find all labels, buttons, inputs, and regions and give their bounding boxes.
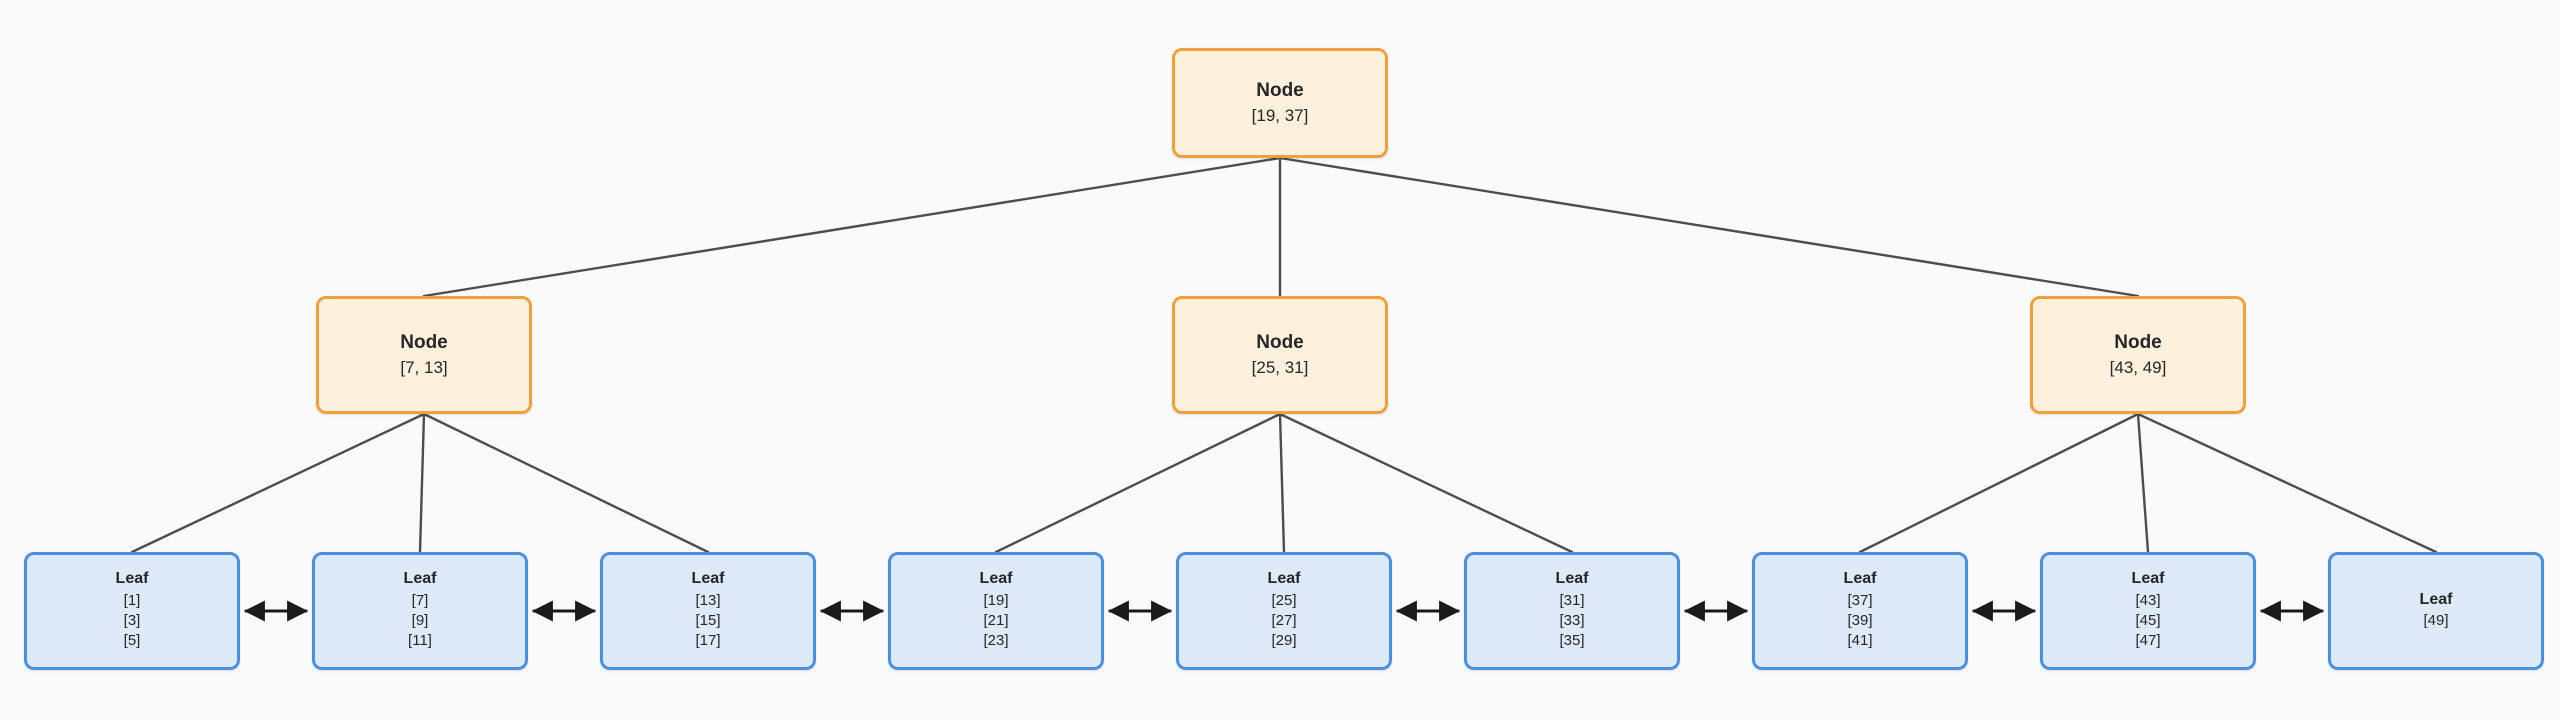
leaf-node-1-keys: [7] [9] [11] [408,591,432,652]
leaf-node-7-title: Leaf [2131,570,2165,588]
tree-edge-internal-2-to-leaf-8 [2136,412,2438,554]
internal-node-2[interactable]: Node [43, 49] [2030,296,2246,414]
leaf-node-2[interactable]: Leaf [13] [15] [17] [600,552,816,670]
tree-edge-internal-0-to-leaf-2 [422,412,710,554]
leaf-node-4-key-0: [25] [1271,591,1297,609]
leaf-node-2-keys: [13] [15] [17] [695,591,720,652]
leaf-node-1-key-2: [11] [408,632,432,650]
leaf-node-5-key-2: [35] [1559,632,1585,650]
internal-node-0-keys: [7, 13] [400,358,448,378]
leaf-node-4-keys: [25] [27] [29] [1271,591,1296,652]
leaf-node-6-title: Leaf [1843,570,1877,588]
leaf-node-2-key-1: [15] [695,612,721,630]
tree-edge-root-to-internal-0 [422,156,1282,298]
leaf-node-3[interactable]: Leaf [19] [21] [23] [888,552,1104,670]
leaf-node-2-key-2: [17] [695,632,721,650]
leaf-node-4-key-1: [27] [1271,612,1297,630]
leaf-node-1-key-1: [9] [411,612,429,630]
leaf-node-0[interactable]: Leaf [1] [3] [5] [24,552,240,670]
leaf-node-3-key-2: [23] [983,632,1009,650]
leaf-node-3-key-1: [21] [983,612,1009,630]
leaf-node-0-key-0: [1] [123,591,141,609]
internal-node-0-title: Node [400,332,448,354]
leaf-node-0-key-1: [3] [123,612,141,630]
leaf-node-0-key-2: [5] [123,632,141,650]
leaf-node-0-title: Leaf [115,570,149,588]
leaf-node-7[interactable]: Leaf [43] [45] [47] [2040,552,2256,670]
tree-edge-internal-0-to-leaf-1 [418,412,426,554]
leaf-node-8[interactable]: Leaf [49] [2328,552,2544,670]
leaf-node-1-title: Leaf [403,570,437,588]
root-node[interactable]: Node [19, 37] [1172,48,1388,158]
leaf-node-6-key-1: [39] [1847,612,1873,630]
leaf-node-1-key-0: [7] [411,591,429,609]
leaf-node-8-keys: [49] [2423,611,2448,631]
leaf-node-5[interactable]: Leaf [31] [33] [35] [1464,552,1680,670]
tree-edge-internal-0-to-leaf-0 [130,412,426,554]
root-node-keys: [19, 37] [1251,106,1309,126]
leaf-node-6-key-0: [37] [1847,591,1873,609]
root-node-title: Node [1256,80,1304,102]
leaf-node-1[interactable]: Leaf [7] [9] [11] [312,552,528,670]
leaf-node-3-keys: [19] [21] [23] [983,591,1008,652]
tree-edge-internal-2-to-leaf-6 [1858,412,2140,554]
leaf-node-3-title: Leaf [979,570,1013,588]
leaf-node-8-title: Leaf [2419,590,2453,608]
leaf-node-7-key-1: [45] [2135,612,2161,630]
leaf-node-7-keys: [43] [45] [47] [2135,591,2160,652]
leaf-node-4-title: Leaf [1267,570,1301,588]
leaf-node-6-keys: [37] [39] [41] [1847,591,1872,652]
tree-edge-internal-1-to-leaf-3 [994,412,1282,554]
leaf-node-7-key-2: [47] [2135,632,2161,650]
leaf-node-5-keys: [31] [33] [35] [1559,591,1584,652]
leaf-node-2-title: Leaf [691,570,725,588]
leaf-node-6-key-2: [41] [1847,632,1873,650]
internal-node-0[interactable]: Node [7, 13] [316,296,532,414]
leaf-node-5-key-1: [33] [1559,612,1585,630]
tree-edge-internal-2-to-leaf-7 [2136,412,2150,554]
internal-node-2-title: Node [2114,332,2162,354]
leaf-node-0-keys: [1] [3] [5] [124,591,141,652]
tree-edge-internal-1-to-leaf-4 [1278,412,1286,554]
tree-edge-root-to-internal-2 [1278,156,2140,298]
leaf-node-4[interactable]: Leaf [25] [27] [29] [1176,552,1392,670]
internal-node-1-title: Node [1256,332,1304,354]
leaf-node-8-key-0: [49] [2423,612,2449,630]
leaf-node-3-key-0: [19] [983,591,1009,609]
leaf-node-6[interactable]: Leaf [37] [39] [41] [1752,552,1968,670]
internal-node-2-keys: [43, 49] [2109,358,2167,378]
leaf-node-7-key-0: [43] [2135,591,2161,609]
leaf-node-5-key-0: [31] [1559,591,1585,609]
leaf-node-2-key-0: [13] [695,591,721,609]
leaf-node-4-key-2: [29] [1271,632,1297,650]
tree-edge-internal-1-to-leaf-5 [1278,412,1574,554]
internal-node-1-keys: [25, 31] [1251,358,1309,378]
leaf-node-5-title: Leaf [1555,570,1589,588]
internal-node-1[interactable]: Node [25, 31] [1172,296,1388,414]
